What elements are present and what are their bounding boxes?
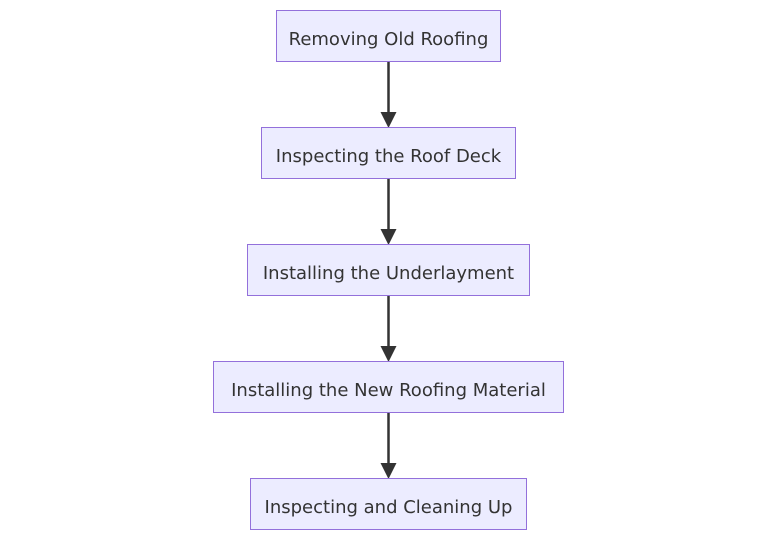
node-label: Inspecting and Cleaning Up <box>265 497 513 518</box>
node-label: Removing Old Roofing <box>289 29 489 50</box>
node-removing-old-roofing[interactable]: Removing Old Roofing <box>276 10 501 62</box>
node-inspecting-cleaning-up[interactable]: Inspecting and Cleaning Up <box>250 478 527 530</box>
node-label: Installing the New Roofing Material <box>231 380 546 401</box>
edge-new-roofing-to-cleanup <box>380 413 397 479</box>
edge-underlayment-to-new-roofing <box>380 296 397 362</box>
edge-remove-to-inspect-deck <box>380 62 397 128</box>
node-installing-new-roofing-material[interactable]: Installing the New Roofing Material <box>213 361 564 413</box>
node-label: Inspecting the Roof Deck <box>276 146 502 167</box>
node-label: Installing the Underlayment <box>263 263 514 284</box>
node-installing-underlayment[interactable]: Installing the Underlayment <box>247 244 530 296</box>
node-inspecting-roof-deck[interactable]: Inspecting the Roof Deck <box>261 127 516 179</box>
edge-inspect-deck-to-underlayment <box>380 179 397 245</box>
